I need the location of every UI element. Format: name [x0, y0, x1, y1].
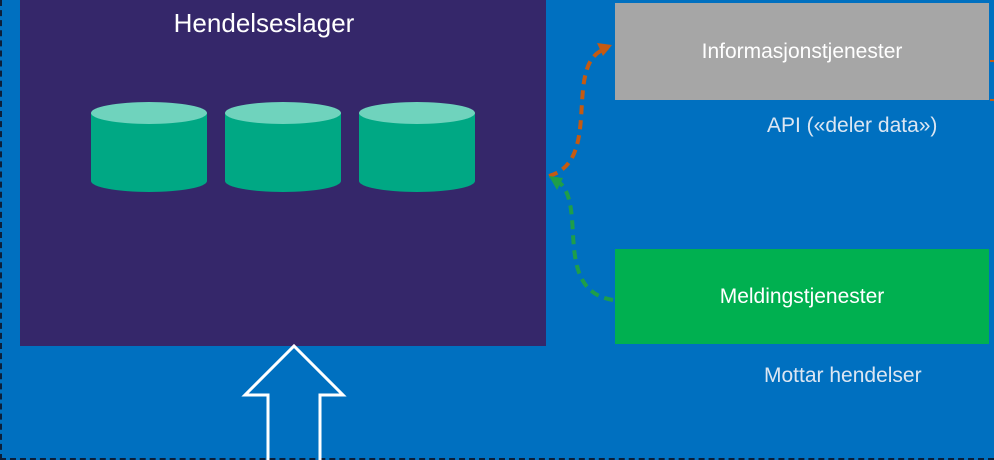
- information-services-box: Informasjonstjenester: [615, 3, 989, 100]
- messaging-services-box: Meldingstjenester: [615, 249, 989, 344]
- connector-stub: [990, 60, 994, 62]
- event-store: Hendelseslager: [20, 0, 546, 346]
- messaging-caption: Mottar hendelser: [764, 364, 922, 387]
- share-data-connector: [548, 46, 609, 178]
- receive-events-connector: [554, 178, 614, 302]
- connector-stub: [990, 99, 994, 101]
- information-services-label: Informasjonstjenester: [701, 39, 903, 63]
- database-icon: [91, 102, 207, 192]
- database-icon: [225, 102, 341, 192]
- input-arrow-icon: [241, 343, 347, 460]
- arrowhead-icon: [549, 176, 563, 190]
- event-store-title: Hendelseslager: [173, 8, 355, 38]
- database-icon: [359, 102, 475, 192]
- arrowhead-icon: [597, 43, 612, 56]
- api-caption: API («deler data»): [767, 114, 938, 137]
- messaging-services-label: Meldingstjenester: [719, 284, 885, 308]
